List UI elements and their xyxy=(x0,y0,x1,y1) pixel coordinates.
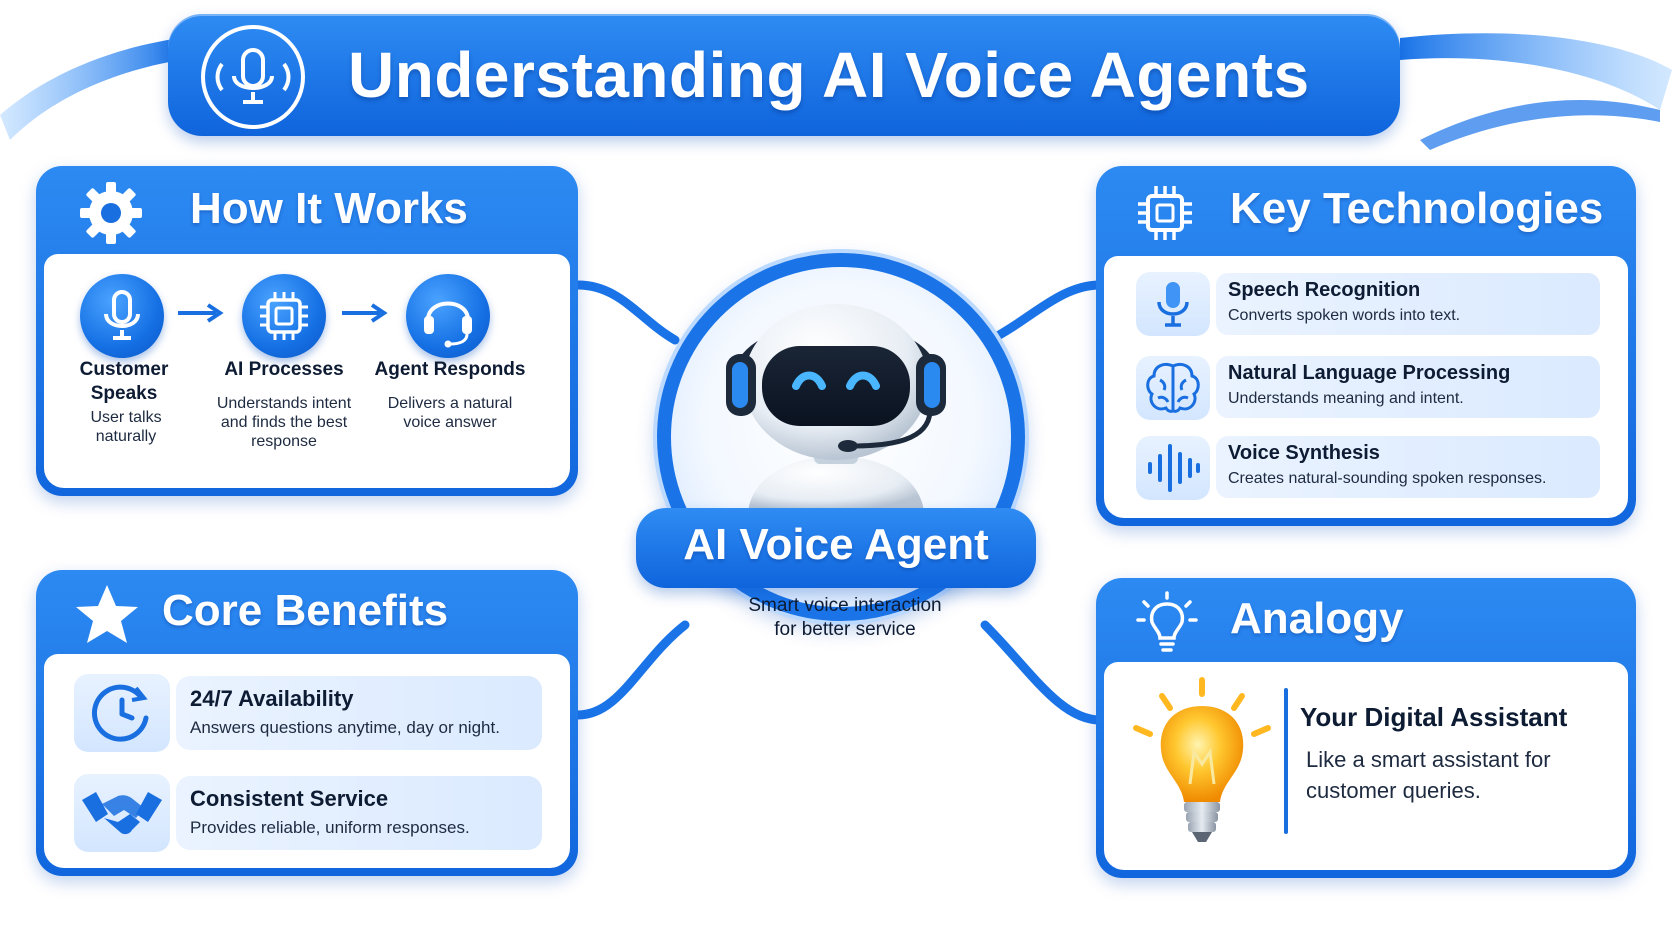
connector-key-technologies xyxy=(985,280,1105,345)
right-swoosh xyxy=(1400,33,1672,111)
key-technologies-panel: Key Technologies Speech Recognition Conv… xyxy=(1096,166,1636,526)
brain-icon xyxy=(1146,362,1200,413)
step-customer-speaks-desc: User talks naturally xyxy=(90,409,162,445)
key-technologies-body: Speech Recognition Converts spoken words… xyxy=(1104,256,1628,518)
analogy-body: Your Digital Assistant Like a smart assi… xyxy=(1104,662,1628,870)
robot-avatar-icon xyxy=(726,304,946,512)
tech-desc: Understands meaning and intent. xyxy=(1228,390,1464,407)
right-swoosh-2 xyxy=(1420,100,1660,150)
how-it-works-panel: How It Works Customer Speaks User talks … xyxy=(36,166,578,496)
step-ai-processes-title: AI Processes xyxy=(224,359,344,380)
tech-desc: Converts spoken words into text. xyxy=(1228,307,1461,324)
connector-how-it-works xyxy=(573,280,680,345)
microphone-icon xyxy=(1157,282,1189,327)
benefit-availability: 24/7 Availability Answers questions anyt… xyxy=(176,676,542,750)
center-agent-title: AI Voice Agent xyxy=(683,520,989,569)
center-agent-subtitle: Smart voice interaction for better servi… xyxy=(748,595,942,640)
arrow-right-icon xyxy=(342,303,388,323)
tech-name: Voice Synthesis xyxy=(1228,442,1380,464)
step-agent-responds-title: Agent Responds xyxy=(374,359,526,380)
lightbulb-icon xyxy=(1133,677,1271,842)
analogy-title: Analogy xyxy=(1230,594,1404,643)
analogy-desc: Like a smart assistant for customer quer… xyxy=(1306,747,1551,803)
tech-voice-synthesis: Voice Synthesis Creates natural-sounding… xyxy=(1216,436,1600,498)
core-benefits-panel: Core Benefits 24/7 Availability Answers … xyxy=(36,570,578,876)
step-customer-speaks-title: Customer Speaks xyxy=(79,359,169,404)
benefit-name: 24/7 Availability xyxy=(190,686,354,711)
page-title: Understanding AI Voice Agents xyxy=(348,39,1310,111)
sound-wave-icon xyxy=(1148,444,1200,492)
center-agent-pill: AI Voice Agent xyxy=(636,508,1036,588)
chip-icon xyxy=(260,292,308,340)
tech-speech-recognition-icon-box xyxy=(1136,272,1210,336)
tech-nlp-icon-box xyxy=(1136,356,1210,420)
microphone-icon xyxy=(201,25,305,129)
step-customer-speaks-badge xyxy=(80,274,164,358)
how-it-works-title: How It Works xyxy=(190,184,468,233)
analogy-panel: Analogy xyxy=(1096,578,1636,878)
arrow-right-icon xyxy=(178,303,224,323)
tech-voice-synthesis-icon-box xyxy=(1136,436,1210,500)
step-agent-responds-badge xyxy=(406,274,490,358)
clock-icon xyxy=(91,684,149,742)
step-ai-processes-badge xyxy=(242,274,326,358)
connector-core-benefits xyxy=(573,620,690,720)
tech-speech-recognition: Speech Recognition Converts spoken words… xyxy=(1216,273,1600,335)
tech-desc: Creates natural-sounding spoken response… xyxy=(1228,470,1547,487)
handshake-icon xyxy=(82,792,162,835)
core-benefits-body: 24/7 Availability Answers questions anyt… xyxy=(44,654,570,868)
left-swoosh xyxy=(0,38,180,140)
step-agent-responds-desc: Delivers a natural voice answer xyxy=(387,395,513,431)
star-icon xyxy=(76,585,138,643)
lightbulb-icon xyxy=(1136,591,1198,652)
tech-name: Natural Language Processing xyxy=(1228,362,1511,384)
benefit-desc: Answers questions anytime, day or night. xyxy=(190,718,500,737)
tech-nlp: Natural Language Processing Understands … xyxy=(1216,356,1600,418)
benefit-name: Consistent Service xyxy=(190,786,389,811)
core-benefits-title: Core Benefits xyxy=(162,586,449,635)
microphone-icon xyxy=(104,290,140,340)
benefit-desc: Provides reliable, uniform responses. xyxy=(190,818,470,837)
chip-icon xyxy=(1138,186,1192,240)
key-technologies-title: Key Technologies xyxy=(1230,184,1604,233)
benefit-consistency-icon-box xyxy=(74,774,170,852)
gear-icon xyxy=(80,182,142,244)
title-banner: Understanding AI Voice Agents xyxy=(168,14,1400,136)
headset-icon xyxy=(424,301,472,348)
analogy-divider xyxy=(1284,688,1288,834)
step-ai-processes-desc: Understands intent and finds the best re… xyxy=(216,395,352,450)
analogy-heading: Your Digital Assistant xyxy=(1300,702,1568,732)
how-it-works-body: Customer Speaks User talks naturally xyxy=(44,254,570,488)
benefit-availability-icon-box xyxy=(74,674,170,752)
connector-analogy xyxy=(980,620,1105,725)
tech-name: Speech Recognition xyxy=(1228,279,1421,301)
benefit-consistency: Consistent Service Provides reliable, un… xyxy=(176,776,542,850)
